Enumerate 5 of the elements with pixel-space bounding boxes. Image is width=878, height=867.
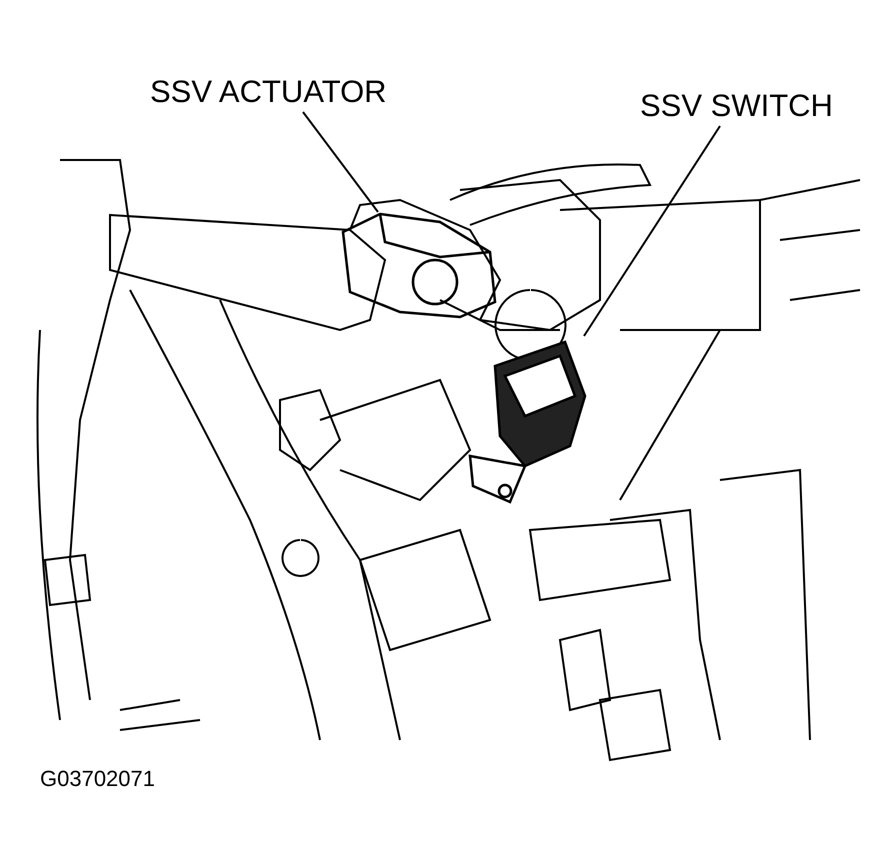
- callout-label: SSV SWITCH: [640, 90, 833, 121]
- leader-line: [583, 125, 721, 337]
- callout-label: SSV ACTUATOR: [150, 76, 387, 107]
- leader-line: [302, 111, 379, 213]
- figure-code: G03702071: [40, 768, 155, 790]
